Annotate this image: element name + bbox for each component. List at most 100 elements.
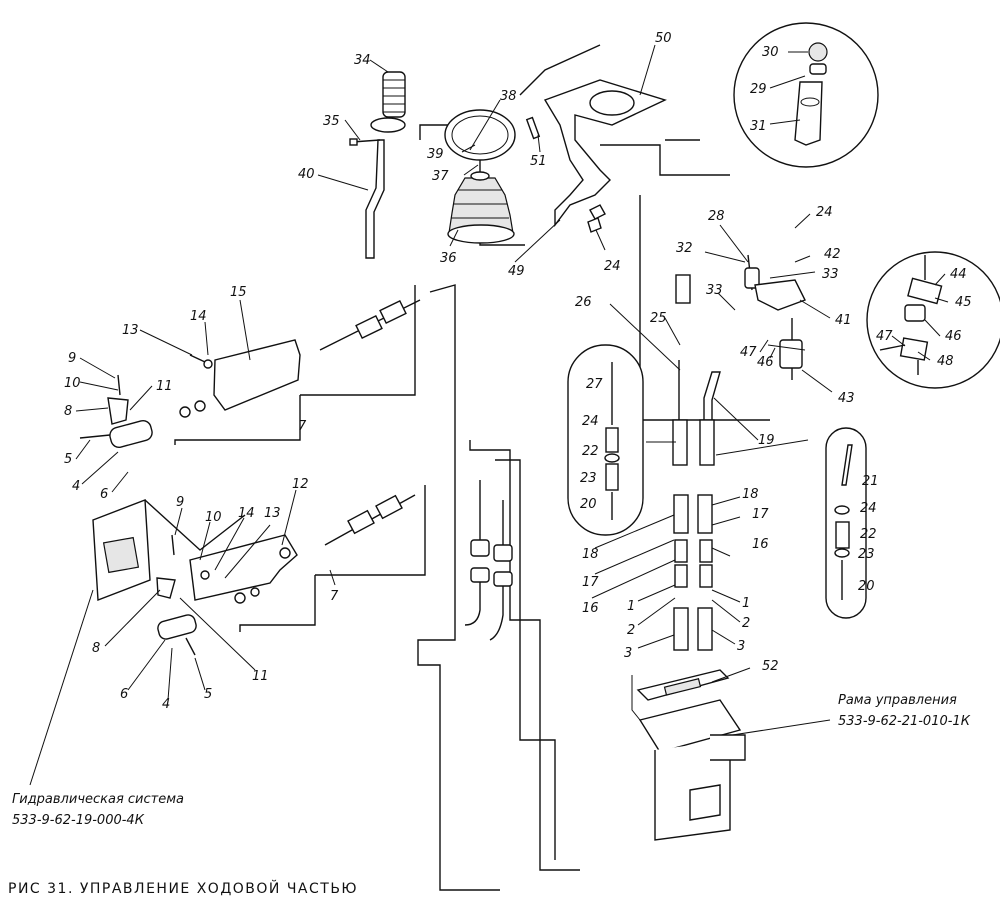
part-label-29: 29 [750,82,767,97]
part-label-12: 12 [292,477,309,492]
part-label-44: 44 [950,267,967,282]
part-label-43: 43 [838,391,855,406]
part-label-41: 41 [835,313,852,328]
part-label-46a: 46 [945,329,962,344]
part-label-15: 15 [230,285,247,300]
part-label-6a: 6 [100,487,108,502]
lower-pedal-cable [189,494,416,604]
part-label-3a: 3 [624,646,632,661]
part-label-8b: 8 [92,641,100,656]
part-label-18a: 18 [582,547,599,562]
part-label-2b: 2 [742,616,750,631]
part-label-28: 28 [708,209,725,224]
upper-linkage [79,374,206,448]
part-label-5a: 5 [64,452,72,467]
part-label-7b: 7 [330,589,339,604]
part-label-39: 39 [427,147,444,162]
part-label-40: 40 [298,167,315,182]
control-frame-reference: Рама управления 533-9-62-21-010-1К [838,693,971,729]
part-label-38: 38 [500,89,517,104]
part-label-5b: 5 [204,687,212,702]
part-label-26: 26 [575,295,592,310]
part-label-1a: 1 [627,599,635,614]
part-label-13b: 13 [264,506,281,521]
upper-pedal-cable [189,299,421,411]
part-label-9a: 9 [68,351,76,366]
hydraulic-unit [92,499,197,656]
center-cables [464,480,513,641]
control-frame-code: 533-9-62-21-010-1К [838,714,971,729]
part-label-17a: 17 [582,575,599,590]
part-label-31: 31 [750,119,767,134]
part-label-49: 49 [508,264,525,279]
part-label-18b: 18 [742,487,759,502]
leader-lines [75,44,949,701]
part-numbers: 34 35 40 38 39 37 36 50 51 49 24 30 29 3… [64,31,972,712]
hydraulic-system-code: 533-9-62-19-000-4К [12,813,145,828]
part-label-25: 25 [650,311,667,326]
part-label-33a: 33 [822,267,839,282]
part-label-16b: 16 [752,537,769,552]
detail-view-top [733,22,879,168]
part-label-33b: 33 [706,283,723,298]
part-label-47a: 47 [876,329,893,344]
gear-lever [349,71,406,259]
part-label-8a: 8 [64,404,72,419]
part-label-20b: 20 [858,579,875,594]
part-label-11a: 11 [156,379,173,394]
part-label-17b: 17 [752,507,769,522]
part-label-35: 35 [323,114,340,129]
part-label-42: 42 [824,247,841,262]
part-label-16a: 16 [582,601,599,616]
hydraulic-system-reference: Гидравлическая система 533-9-62-19-000-4… [12,792,184,828]
part-label-45: 45 [955,295,972,310]
part-label-6b: 6 [120,687,128,702]
part-label-23a: 23 [580,471,597,486]
part-label-24a: 24 [604,259,621,274]
part-label-36: 36 [440,251,457,266]
part-label-10b: 10 [205,510,222,525]
part-label-51: 51 [530,154,547,169]
mounting-bracket [525,79,667,233]
part-label-10a: 10 [64,376,81,391]
part-label-21: 21 [862,474,879,489]
part-label-2a: 2 [627,623,635,638]
part-label-20a: 20 [580,497,597,512]
figure-caption: РИС 31. УПРАВЛЕНИЕ ХОДОВОЙ ЧАСТЬЮ [8,879,358,897]
part-label-27: 27 [586,377,603,392]
part-label-9b: 9 [176,495,184,510]
part-label-52: 52 [762,659,779,674]
part-label-46b: 46 [757,355,774,370]
part-label-11b: 11 [252,669,269,684]
detail-view-right [866,251,1000,389]
rubber-boot [444,109,516,244]
part-label-19: 19 [758,433,775,448]
control-frame [631,669,746,841]
part-label-14b: 14 [238,506,255,521]
part-label-13a: 13 [122,323,139,338]
control-frame-title: Рама управления [838,693,957,708]
part-label-4b: 4 [162,697,170,712]
part-label-48: 48 [937,354,954,369]
part-label-47b: 47 [740,345,757,360]
part-label-7a: 7 [298,419,307,434]
part-label-32: 32 [676,241,693,256]
part-label-1b: 1 [742,596,750,611]
part-label-22a: 22 [582,444,599,459]
hydraulic-system-title: Гидравлическая система [12,792,184,807]
part-label-24b: 24 [816,205,833,220]
part-label-23b: 23 [858,547,875,562]
part-label-50: 50 [655,31,672,46]
part-label-30: 30 [762,45,779,60]
part-label-4a: 4 [72,479,80,494]
part-label-22b: 22 [860,527,877,542]
rod-assembly [672,254,806,651]
part-label-24d: 24 [860,501,877,516]
part-label-3b: 3 [737,639,745,654]
detail-view-rods [567,344,867,619]
part-label-24c: 24 [582,414,599,429]
part-label-37: 37 [432,169,449,184]
routing-lines [29,44,831,891]
